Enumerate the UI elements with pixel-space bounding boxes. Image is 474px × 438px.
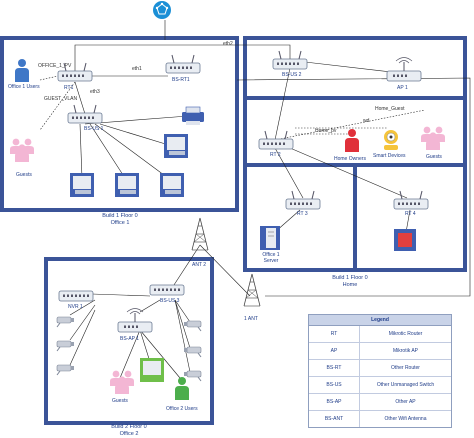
home-pv-label: Home_pv [315, 128, 337, 134]
office1-pc1-icon [164, 134, 188, 158]
ap1-label: AP 1 [397, 85, 408, 91]
ant1-label: 1 ANT [244, 316, 258, 322]
legend-value: Other Wifi Antenna [384, 416, 427, 422]
legend-key: BS-RT [309, 360, 360, 376]
legend-key: RT [309, 326, 360, 342]
legend-row: BS-AP Other AP [309, 394, 451, 411]
guest-vlan-label: GUEST_VLAN [44, 96, 78, 102]
smart-devices-robot-icon [384, 130, 398, 150]
bs-us1-switch-icon [67, 104, 103, 124]
rt1-label: RT1 [64, 85, 74, 91]
legend-title: Legend [309, 315, 451, 326]
office1-pc3-icon [115, 173, 139, 197]
office-vlan-label: OFFICE_1_PV [38, 63, 72, 69]
guests-home-label: Guests [426, 154, 442, 160]
nvr1-icon [58, 290, 94, 302]
home-caption-line2: Home [342, 282, 358, 288]
legend-key: AP [309, 343, 360, 359]
nvr1-label: NVR 1 [68, 304, 83, 310]
legend-value: Other Unmanaged Switch [376, 382, 435, 388]
bs-us1-label: BS-US 1 [84, 126, 104, 132]
legend-key: BS-ANT [309, 411, 360, 427]
legend-row: BS-RT Other Router [309, 360, 451, 377]
legend-row: BS-ANT Other Wifi Antenna [309, 411, 451, 427]
smart-devices-label: Smart Devices [373, 153, 406, 159]
home-guest-label: Home_Guest [375, 106, 405, 112]
rt3-router-icon [285, 190, 321, 210]
ant1-tower-icon [243, 273, 261, 307]
guests1-group-icon [10, 138, 34, 162]
camera-icon [56, 364, 75, 376]
legend: Legend RT Mikrotic Router AP Mikrotik AP B… [308, 314, 452, 428]
home-owners-label: Home Owners [334, 156, 366, 162]
bs-us3-label: BS-US 3 [160, 298, 180, 304]
bs-ap1-label: BS-AP 1 [120, 336, 140, 342]
office1-caption-line2: Office 1 [110, 220, 130, 226]
camera-icon [56, 340, 75, 352]
rt3-label: RT 3 [297, 211, 308, 217]
legend-row: BS-US Other Unmanaged Switch [309, 377, 451, 394]
eth2-label: eth2 [223, 41, 233, 47]
bs-us3-switch-icon [149, 284, 185, 296]
rt2-router-icon [258, 130, 294, 150]
legend-row: AP Mikrotik AP [309, 343, 451, 360]
office2-frame [44, 257, 214, 425]
rt4-server-icon [394, 229, 416, 251]
office1-users-person-icon [15, 59, 29, 82]
office1-caption: Build 1 Floor 0 Office 1 [95, 213, 145, 227]
wd-label: wd [363, 118, 370, 124]
office1-pc2-icon [70, 173, 94, 197]
bs-us2-label: BS-US 2 [282, 72, 302, 78]
home-caption: Build 1 Floor 0 Home [325, 275, 375, 289]
legend-key: BS-US [309, 377, 360, 393]
ap1-icon [386, 57, 422, 82]
office2-caption: Build 2 Floor 0 Office 2 [104, 424, 154, 438]
eth1-label: eth1 [132, 66, 142, 72]
bs-ap1-icon [117, 308, 153, 333]
office2-caption-line1: Build 2 Floor 0 [111, 424, 147, 430]
office1-server-icon [260, 226, 280, 250]
printer-icon [182, 106, 204, 125]
camera-icon [183, 370, 202, 382]
ant2-label: ANT 2 [192, 262, 207, 268]
camera-icon [56, 316, 75, 328]
legend-row: RT Mikrotic Router [309, 326, 451, 343]
legend-value: Mikrotic Router [388, 331, 423, 337]
legend-value: Other Router [391, 365, 420, 371]
office2-pc-icon [140, 358, 164, 382]
guests-home-group-icon [421, 126, 445, 150]
guests2-label: Guests [112, 398, 128, 404]
legend-value: Mikrotik AP [392, 348, 418, 354]
rt4-router-icon [393, 190, 429, 210]
office2-users-label: Office 2 Users [166, 406, 198, 412]
guests2-group-icon [110, 370, 134, 394]
bs-rt1-label: BS-RT1 [172, 77, 190, 83]
legend-key: BS-AP [309, 394, 360, 410]
guests1-label: Guests [16, 172, 32, 178]
office2-users-person-icon [175, 377, 189, 400]
office1-server-label: Office 1 Server [262, 252, 280, 264]
links [39, 20, 471, 379]
office2-caption-line2: Office 2 [119, 431, 139, 437]
office1-users-label: Office 1 Users [8, 84, 40, 90]
office1-caption-line1: Build 1 Floor 0 [102, 213, 138, 219]
legend-value: Other AP [395, 399, 416, 405]
bs-rt1-router-icon [165, 54, 201, 74]
office1-pc4-icon [160, 173, 184, 197]
eth3-label: eth3 [90, 89, 100, 95]
camera-icon [183, 320, 202, 332]
internet-cloud-icon [153, 1, 171, 19]
office1-frame [0, 36, 239, 212]
rt2-label: RT 2 [270, 152, 281, 158]
rt4-label: RT 4 [405, 211, 416, 217]
home-caption-line1: Build 1 Floor 0 [332, 275, 368, 281]
home-owners-person-icon [345, 129, 359, 152]
